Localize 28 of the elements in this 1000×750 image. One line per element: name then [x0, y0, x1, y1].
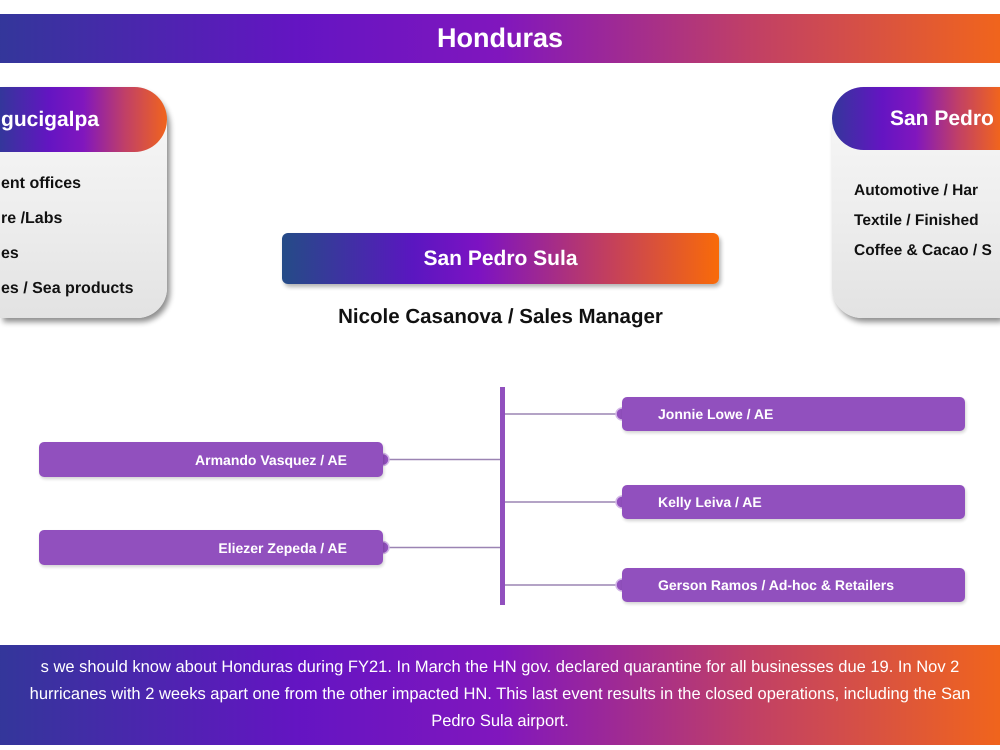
city-card — [0, 87, 167, 318]
sector-item: es / Sea products — [1, 279, 134, 299]
sector-item: Textile / Finished — [854, 211, 979, 231]
person-role: Armando Vasquez / AE — [195, 450, 347, 468]
city-card — [832, 87, 1000, 318]
role-box — [39, 530, 383, 565]
title-text: Honduras — [436, 23, 564, 54]
person-role: Gerson Ramos / Ad-hoc & Retailers — [658, 576, 894, 594]
role-box — [622, 485, 965, 519]
office-name: San Pedro Sula — [422, 246, 579, 272]
role-box — [622, 568, 965, 602]
card-title: gucigalpa — [1, 106, 100, 132]
person-role: Jonnie Lowe / AE — [658, 405, 774, 423]
trunk-bar — [500, 387, 505, 605]
manager-name: Nicole Casanova / Sales Manager — [337, 304, 664, 330]
sector-item: re /Labs — [1, 209, 62, 229]
card-title: San Pedro — [890, 106, 994, 132]
sector-item: ent offices — [1, 174, 82, 194]
sector-item: Automotive / Har — [854, 181, 978, 201]
person-role: Kelly Leiva / AE — [658, 493, 762, 511]
role-box — [39, 442, 383, 477]
note-banner — [0, 645, 1000, 745]
sector-item: Coffee & Cacao / S — [854, 241, 992, 261]
note-text: s we should know about Honduras during FY21. In March the HN gov. declared quarantine for all businesses due 19. In Nov 2 hurricanes with 2 weeks apart one from the other impacted HN. This last event results in the closed operations, including the San Pedro Sula airport. — [28, 657, 972, 732]
role-box — [622, 397, 965, 431]
sector-item: es — [1, 244, 19, 264]
office-bar — [282, 233, 719, 284]
person-role: Eliezer Zepeda / AE — [218, 538, 347, 556]
